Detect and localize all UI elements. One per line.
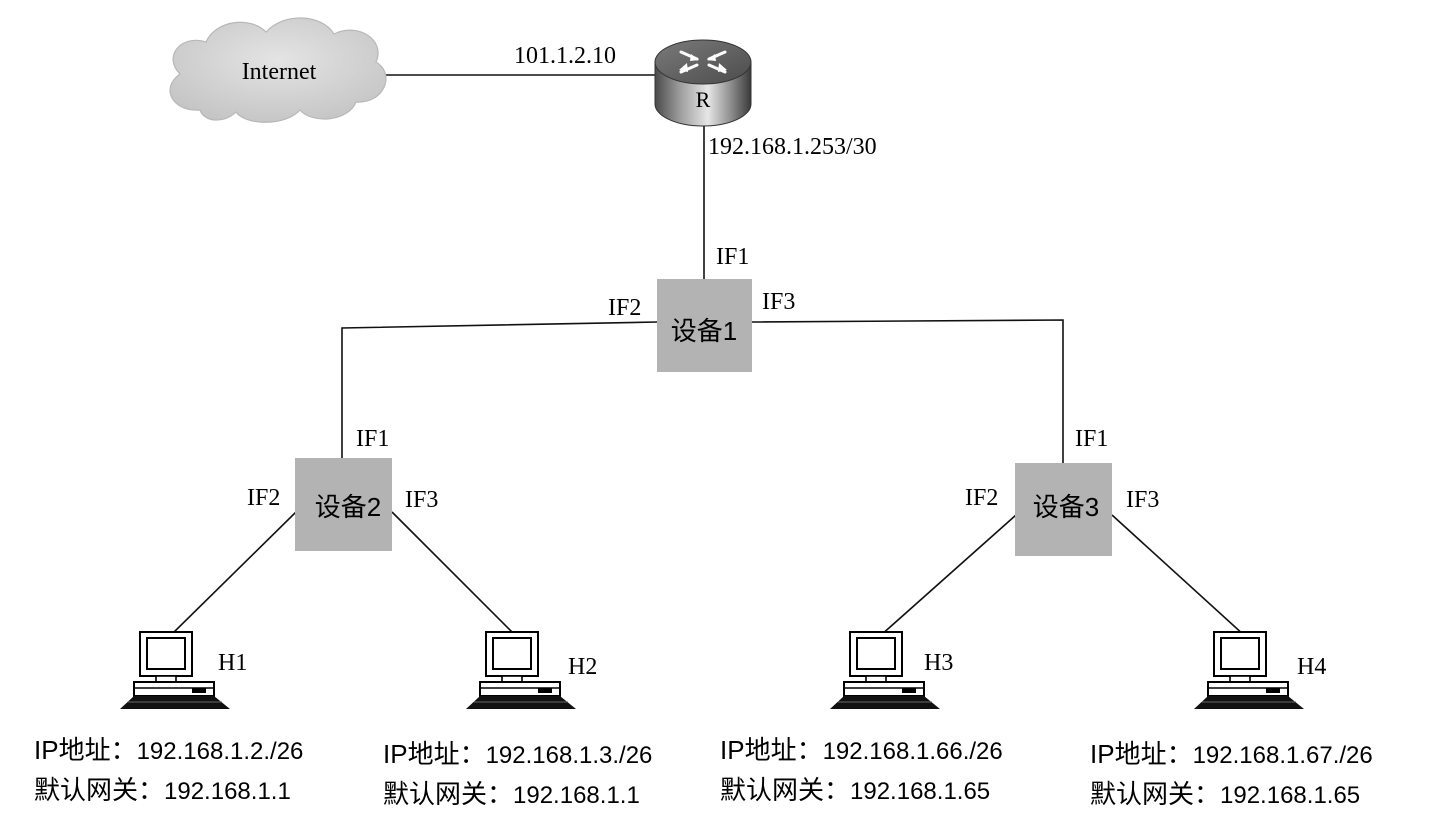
host-h1-gw-prefix: 默认网关： xyxy=(34,775,164,805)
host-h1-name: H1 xyxy=(218,650,247,676)
host-h4-name: H4 xyxy=(1297,654,1326,680)
device-2-label: 设备2 xyxy=(315,492,381,522)
router-r: R xyxy=(654,39,752,127)
device-2: 设备2 xyxy=(295,458,392,551)
host-h4-gw: 192.168.1.65 xyxy=(1220,782,1360,809)
device-2-if3: IF3 xyxy=(405,487,438,513)
host-h3-ip: 192.168.1.66./26 xyxy=(823,738,1003,765)
device-1-label: 设备1 xyxy=(671,316,737,346)
link-device1-device3 xyxy=(751,319,1064,463)
svg-text:默认网关：192.168.1.65: 默认网关：192.168.1.65 xyxy=(1090,779,1360,809)
host-h4-addresses: IP地址：192.168.1.67./26 默认网关：192.168.1.65 xyxy=(1090,739,1373,809)
link-device3-h4 xyxy=(1111,514,1246,637)
link-device1-device2 xyxy=(341,321,658,458)
svg-text:IP地址：192.168.1.3./26: IP地址：192.168.1.3./26 xyxy=(383,739,652,769)
internet-cloud: Internet xyxy=(169,17,387,123)
host-h4-gw-prefix: 默认网关： xyxy=(1090,779,1220,809)
computer-icon xyxy=(119,631,231,710)
router-wan-ip: 101.1.2.10 xyxy=(514,43,616,69)
device-3: 设备3 xyxy=(1015,463,1112,556)
host-h3-addresses: IP地址：192.168.1.66./26 默认网关：192.168.1.65 xyxy=(720,735,1003,805)
host-h4-ip: 192.168.1.67./26 xyxy=(1193,742,1373,769)
router-icon xyxy=(654,39,752,127)
computer-icon xyxy=(465,631,577,710)
link-device2-h1 xyxy=(169,511,297,637)
svg-text:默认网关：192.168.1.1: 默认网关：192.168.1.1 xyxy=(34,775,291,805)
host-h3: H3 xyxy=(829,631,953,710)
host-h3-gw-prefix: 默认网关： xyxy=(720,775,850,805)
host-h3-name: H3 xyxy=(924,650,953,676)
device-1-if2: IF2 xyxy=(608,295,641,321)
computer-icon xyxy=(1193,631,1305,710)
host-h1: H1 xyxy=(119,631,247,710)
router-lan-ip: 192.168.1.253/30 xyxy=(708,134,877,160)
svg-text:默认网关：192.168.1.65: 默认网关：192.168.1.65 xyxy=(720,775,990,805)
host-h2-ip-prefix: IP地址： xyxy=(383,739,486,769)
host-h1-ip-prefix: IP地址： xyxy=(34,735,137,765)
device-2-if1: IF1 xyxy=(356,426,389,452)
router-label: R xyxy=(696,87,711,112)
host-h2-gw-prefix: 默认网关： xyxy=(383,779,513,809)
device-3-if3: IF3 xyxy=(1126,487,1159,513)
svg-text:IP地址：192.168.1.66./26: IP地址：192.168.1.66./26 xyxy=(720,735,1003,765)
host-h1-ip: 192.168.1.2./26 xyxy=(137,738,304,765)
svg-text:IP地址：192.168.1.2./26: IP地址：192.168.1.2./26 xyxy=(34,735,303,765)
host-h4: H4 xyxy=(1193,631,1326,710)
host-h1-gw: 192.168.1.1 xyxy=(164,778,291,805)
svg-text:默认网关：192.168.1.1: 默认网关：192.168.1.1 xyxy=(383,779,640,809)
link-device3-h3 xyxy=(879,514,1017,637)
host-h2-name: H2 xyxy=(568,654,597,680)
device-1-if1: IF1 xyxy=(716,244,749,270)
host-h1-addresses: IP地址：192.168.1.2./26 默认网关：192.168.1.1 xyxy=(34,735,303,805)
host-h3-ip-prefix: IP地址： xyxy=(720,735,823,765)
internet-label: Internet xyxy=(242,59,317,85)
host-h2-addresses: IP地址：192.168.1.3./26 默认网关：192.168.1.1 xyxy=(383,739,652,809)
device-2-if2: IF2 xyxy=(247,485,280,511)
link-device2-h2 xyxy=(391,511,517,637)
device-3-if2: IF2 xyxy=(965,485,998,511)
device-1-if3: IF3 xyxy=(762,289,795,315)
cloud-icon xyxy=(169,17,387,123)
links xyxy=(169,74,1246,637)
host-h2: H2 xyxy=(465,631,597,710)
svg-text:IP地址：192.168.1.67./26: IP地址：192.168.1.67./26 xyxy=(1090,739,1373,769)
host-h4-ip-prefix: IP地址： xyxy=(1090,739,1193,769)
host-h2-ip: 192.168.1.3./26 xyxy=(486,742,653,769)
host-h2-gw: 192.168.1.1 xyxy=(513,782,640,809)
host-h3-gw: 192.168.1.65 xyxy=(850,778,990,805)
device-3-label: 设备3 xyxy=(1033,492,1099,522)
device-3-if1: IF1 xyxy=(1075,426,1108,452)
device-1: 设备1 xyxy=(657,279,752,372)
